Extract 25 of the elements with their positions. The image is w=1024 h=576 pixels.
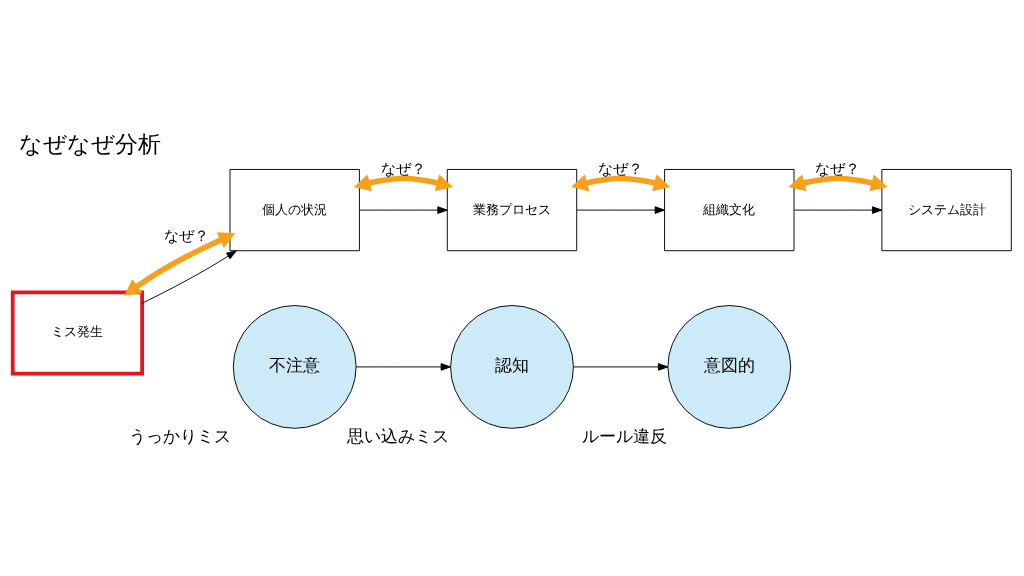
arrow bbox=[359, 205, 448, 214]
diagram-title: なぜなぜ分析 bbox=[19, 130, 162, 157]
node-box: ミス発生 bbox=[10, 289, 144, 375]
node-circle: 認知 bbox=[450, 304, 574, 429]
node-label: ルール違反 bbox=[581, 425, 667, 446]
arrow bbox=[573, 362, 669, 371]
node-circle: 意図的 bbox=[667, 304, 792, 429]
arrow bbox=[576, 205, 665, 214]
node-circle: 不注意 bbox=[232, 304, 357, 429]
arrow bbox=[571, 173, 671, 191]
arrow bbox=[141, 249, 237, 304]
edge-label: なぜ？ bbox=[163, 226, 209, 245]
node-box: 業務プロセス bbox=[446, 168, 578, 251]
node-box: システム設計 bbox=[881, 168, 1012, 251]
arrow bbox=[355, 362, 452, 371]
node-box: 組織文化 bbox=[664, 168, 795, 251]
edge-label: なぜ？ bbox=[380, 159, 426, 178]
arrow bbox=[793, 205, 883, 214]
arrow bbox=[788, 173, 888, 191]
arrow bbox=[124, 231, 236, 296]
edge-label: なぜ？ bbox=[598, 159, 644, 178]
node-label: うっかりミス bbox=[128, 425, 231, 446]
edge-label: なぜ？ bbox=[815, 159, 861, 178]
node-box: 個人の状況 bbox=[229, 168, 360, 251]
arrow bbox=[353, 173, 453, 191]
